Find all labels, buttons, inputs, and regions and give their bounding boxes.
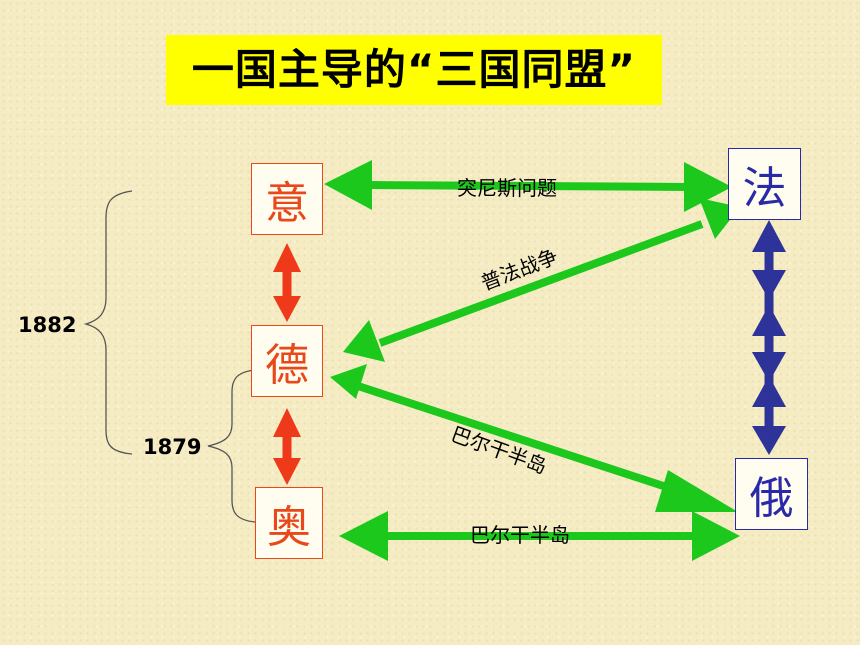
arrow-france-russia bbox=[752, 220, 786, 455]
brace-1879 bbox=[207, 369, 256, 523]
node-austria: 奥 bbox=[255, 487, 323, 559]
node-france: 法 bbox=[728, 148, 801, 220]
label-italy-france: 突尼斯问题 bbox=[457, 176, 557, 200]
page-title: 一国主导的“三国同盟” bbox=[166, 35, 662, 105]
node-russia: 俄 bbox=[735, 458, 808, 530]
year-1882: 1882 bbox=[18, 313, 77, 337]
year-1879: 1879 bbox=[143, 435, 202, 459]
arrow-germany-austria bbox=[273, 408, 301, 485]
arrow-germany-russia bbox=[330, 364, 738, 512]
arrow-austria-russia bbox=[339, 511, 740, 561]
arrow-italy-germany bbox=[273, 243, 301, 322]
arrow-italy-france bbox=[324, 160, 732, 212]
brace-1882 bbox=[83, 190, 133, 455]
arrow-germany-france bbox=[343, 198, 740, 362]
label-austria-russia: 巴尔干半岛 bbox=[470, 523, 570, 547]
node-germany: 德 bbox=[251, 325, 323, 397]
node-italy: 意 bbox=[251, 163, 323, 235]
